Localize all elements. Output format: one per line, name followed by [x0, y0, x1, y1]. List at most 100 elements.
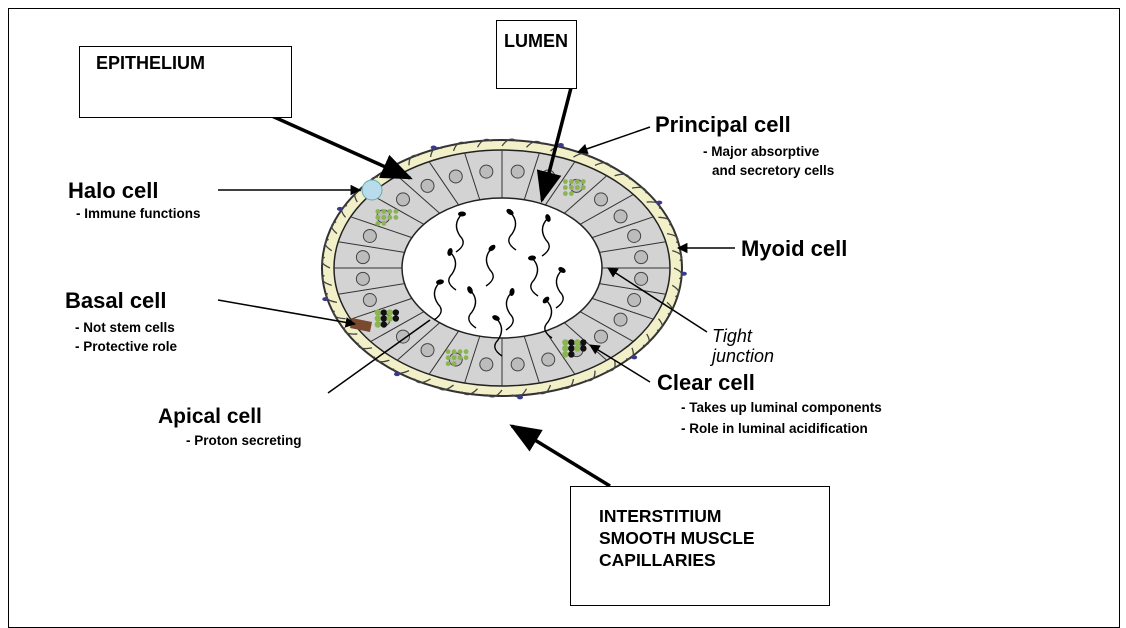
clear-cell-granule — [562, 351, 568, 357]
cell-nucleus — [635, 272, 648, 285]
cell-nucleus — [614, 313, 627, 326]
cell-nucleus — [542, 353, 555, 366]
myoid-nucleus — [656, 201, 662, 205]
smooth-muscle-label: SMOOTH MUSCLE — [599, 527, 829, 549]
cell-nucleus — [480, 165, 493, 178]
cell-nucleus — [363, 229, 376, 242]
clear-cell-granule — [381, 221, 386, 226]
clear-cell-granule — [381, 321, 387, 327]
clear-cell-granule — [562, 339, 568, 345]
interstitium-label: INTERSTITIUM — [599, 505, 829, 527]
clear-cell-granule — [575, 179, 580, 184]
halo-cell-label-group: Halo cell - Immune functions — [68, 178, 201, 223]
principal-cell-desc-2: and secretory cells — [712, 161, 834, 180]
clear-cell-granule — [580, 345, 586, 351]
cell-nucleus — [594, 330, 607, 343]
clear-cell-granule — [569, 185, 574, 190]
cell-nucleus — [397, 193, 410, 206]
clear-cell-granule — [381, 315, 387, 321]
clear-cell-granule — [563, 191, 568, 196]
myoid-nucleus — [558, 143, 564, 147]
clear-cell-granule — [568, 345, 574, 351]
clear-cell-granule — [393, 315, 399, 321]
clear-cell-title: Clear cell — [657, 370, 882, 396]
cell-nucleus — [635, 251, 648, 264]
clear-cell-granule — [563, 185, 568, 190]
lumen-label: LUMEN — [504, 31, 568, 51]
clear-cell-granule — [375, 315, 381, 321]
clear-cell-granule — [458, 355, 463, 360]
interstitium-box: INTERSTITIUM SMOOTH MUSCLE CAPILLARIES — [570, 486, 830, 606]
basal-cell-desc-2: - Protective role — [75, 337, 177, 356]
cell-nucleus — [356, 272, 369, 285]
myoid-nucleus — [631, 355, 637, 359]
cell-nucleus — [628, 294, 641, 307]
epithelium-label: EPITHELIUM — [96, 53, 205, 73]
tight-junction-label: Tight junction — [712, 326, 774, 366]
clear-cell-granule — [569, 179, 574, 184]
clear-cell-granule — [393, 309, 399, 315]
basal-cell-desc-1: - Not stem cells — [75, 318, 177, 337]
clear-cell-granule — [563, 179, 568, 184]
clear-cell-granule — [568, 351, 574, 357]
clear-cell-granule — [375, 309, 381, 315]
basal-cell-title: Basal cell — [65, 288, 177, 314]
basal-cell-label-group: Basal cell - Not stem cells - Protective… — [65, 288, 177, 356]
principal-cell-title: Principal cell — [655, 112, 834, 138]
cell-nucleus — [449, 170, 462, 183]
clear-cell-granule — [446, 349, 451, 354]
clear-cell-granule — [581, 179, 586, 184]
clear-cell-granule — [464, 355, 469, 360]
clear-cell-desc-2: - Role in luminal acidification — [681, 419, 882, 438]
cell-nucleus — [511, 165, 524, 178]
clear-cell-granule — [381, 209, 386, 214]
halo-cell-desc-1: - Immune functions — [76, 204, 201, 223]
clear-cell-granule — [574, 345, 580, 351]
myoid-cell-title: Myoid cell — [741, 236, 847, 262]
clear-cell-granule — [375, 209, 380, 214]
clear-cell-granule — [375, 221, 380, 226]
clear-cell-granule — [381, 309, 387, 315]
myoid-nucleus — [681, 272, 687, 276]
cell-nucleus — [363, 294, 376, 307]
clear-cell-granule — [387, 309, 393, 315]
lumen-area — [402, 198, 602, 338]
clear-cell-granule — [393, 209, 398, 214]
epithelium-box: EPITHELIUM — [79, 46, 292, 118]
tight-junction-line-2: junction — [712, 346, 774, 366]
tight-junction-line-1: Tight — [712, 326, 774, 346]
myoid-nucleus — [322, 297, 328, 301]
principal-cell-label-group: Principal cell - Major absorptive and se… — [655, 112, 834, 180]
clear-cell-granule — [393, 215, 398, 220]
clear-cell-granule — [387, 209, 392, 214]
myoid-nucleus — [394, 372, 400, 376]
capillaries-label: CAPILLARIES — [599, 549, 829, 571]
myoid-nucleus — [517, 395, 523, 399]
clear-cell-granule — [387, 215, 392, 220]
clear-cell-granule — [569, 191, 574, 196]
halo-cell-body — [362, 180, 382, 200]
clear-cell-granule — [452, 349, 457, 354]
clear-cell-granule — [464, 349, 469, 354]
cell-nucleus — [356, 251, 369, 264]
clear-cell-granule — [375, 321, 381, 327]
myoid-nucleus — [337, 207, 343, 211]
clear-cell-granule — [452, 361, 457, 366]
clear-cell-granule — [446, 355, 451, 360]
halo-cell-title: Halo cell — [68, 178, 201, 204]
cell-nucleus — [421, 344, 434, 357]
clear-cell-granule — [446, 361, 451, 366]
cell-nucleus — [421, 179, 434, 192]
cell-nucleus — [614, 210, 627, 223]
clear-cell-granule — [568, 339, 574, 345]
clear-cell-granule — [381, 215, 386, 220]
myoid-nucleus — [431, 145, 437, 149]
clear-cell-granule — [458, 349, 463, 354]
clear-cell-granule — [452, 355, 457, 360]
clear-cell-desc-1: - Takes up luminal components — [681, 398, 882, 417]
cell-nucleus — [594, 193, 607, 206]
epididymis-diagram: EPITHELIUM LUMEN INTERSTITIUM SMOOTH MUS… — [0, 0, 1126, 609]
apical-cell-desc-1: - Proton secreting — [186, 431, 302, 450]
lumen-box: LUMEN — [496, 20, 577, 89]
apical-cell-label-group: Apical cell - Proton secreting — [158, 405, 302, 450]
